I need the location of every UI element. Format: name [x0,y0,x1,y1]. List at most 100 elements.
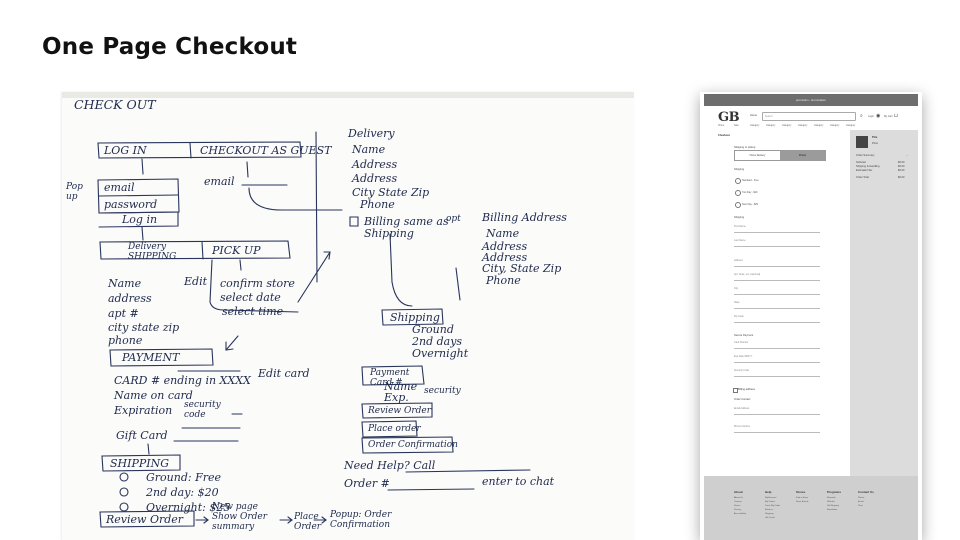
radio-circle [735,178,741,184]
header-actions: ⌕ Login ◉ My Cart ⊔ [860,113,914,120]
pickup-option[interactable]: Pickup [780,151,825,160]
last-name-field[interactable]: Last Name [734,238,820,247]
sketch-apt: apt # [108,307,139,320]
sketch-need-help: Need Help? Call [344,459,436,472]
footer-heading: Help [765,490,772,494]
paper-edge [62,92,634,98]
footer-link[interactable]: Wishlist [827,500,835,503]
ship-option-next-day[interactable]: Next Day - $25 [735,202,795,208]
footer-link[interactable]: Shipping [765,512,774,515]
footer-link[interactable]: Store Events [796,500,809,503]
footer-column: Programs Rewards Wishlist Gift Registry … [827,490,857,512]
sketch-r-phone: Phone [360,198,395,211]
footer-heading: Programs [827,490,842,494]
sketch-city-state-zip: city state zip [108,321,180,334]
sketch-edit-card: Edit card [258,367,310,380]
summary-row-value: $0.00 [898,176,905,179]
subnav-item[interactable]: Category [814,125,824,127]
shipping-method-label: Shipping [734,168,745,171]
security-code-field[interactable]: Security Code [734,368,820,377]
checkout-heading: Checkout [718,134,730,137]
product-thumbnail [856,136,868,148]
search-input[interactable]: Search [762,112,856,121]
footer-link[interactable]: Gift Cards [765,516,775,519]
ship-option-two-day[interactable]: Two Day - $20 [735,190,795,196]
card-number-field[interactable]: Card Number [734,340,820,349]
summary-heading: Order Summary [856,154,875,157]
field-placeholder: Address [734,259,743,262]
phone-field[interactable]: Phone Number [734,424,820,433]
sketch-r-overnight: Overnight [412,347,469,360]
footer-link[interactable]: Track My Order [765,504,781,507]
summary-row-label: Subtotal [856,161,866,164]
footer-link[interactable]: Find a Store [796,496,808,499]
exp-date-field[interactable]: Exp Date MM/YY [734,354,820,363]
sketch-select-time: select time [222,305,284,318]
subnav-item[interactable]: Category [766,125,776,127]
footer-heading: About [734,490,743,494]
address-field[interactable]: Address [734,258,820,267]
sketch-r-pname: Name [384,380,418,393]
field-placeholder: Last Name [734,239,746,242]
apt-field[interactable]: Apt, Suite, etc. (optional) [734,272,820,281]
cart-icon[interactable]: ⊔ [894,113,898,119]
footer-link[interactable]: Email [858,500,864,503]
sketch-r-name: Name [352,143,386,156]
chevron-down-icon[interactable]: ⌄ [906,154,909,157]
sketch-b-phone: Phone [486,274,521,287]
site-logo[interactable]: GB [718,110,740,125]
footer-link[interactable]: Stores [734,504,741,507]
footer-link[interactable]: My Orders [765,500,776,503]
subnav-item[interactable]: Category [782,125,792,127]
first-name-field[interactable]: First Name [734,224,820,233]
login-link[interactable]: Login [868,115,874,118]
shipping-address-label: Shipping [734,216,745,219]
sketch-shipping: SHIPPING [110,457,170,470]
footer-link[interactable]: Careers [734,500,742,503]
field-placeholder: First Name [734,225,746,228]
footer-column: Contact Us Phone Email Chat [858,490,888,508]
ship-or-pickup-label: Shipping or pickup [734,146,756,149]
sketch-address: address [108,292,152,305]
ship-option-standard[interactable]: Standard - Free [735,178,795,184]
footer-link[interactable]: Privacy [734,508,742,511]
home-delivery-option[interactable]: Home Delivery [749,154,766,157]
footer-link[interactable]: Gift Registry [827,504,840,507]
footer-link[interactable]: Newsletter [827,508,838,511]
email-field[interactable]: Email Address [734,406,820,415]
footer-link[interactable]: Returns [765,508,773,511]
sketch-r-security: security [424,386,461,396]
nav-home-link[interactable]: Home [750,114,757,117]
sketch-place-order: Place Order [294,512,322,532]
subnav-item[interactable]: Category [830,125,840,127]
footer-link[interactable]: Chat [858,504,863,507]
sketch-b-address2: Address [482,251,528,264]
footer-link[interactable]: Rewards [827,496,836,499]
sketch-card-ending: CARD # ending in XXXX [114,374,251,387]
sketch-payment: PAYMENT [122,351,180,364]
footer-link[interactable]: My Account [765,496,777,499]
sketch-delivery-tab: Delivery SHIPPING [128,242,177,262]
account-icon[interactable]: ◉ [876,113,881,119]
field-placeholder: Security Code [734,369,750,372]
subnav-item[interactable]: Category [750,125,760,127]
state-field[interactable]: State [734,300,820,309]
subnav-item[interactable]: Category [846,125,856,127]
subnav-item[interactable]: Sale [734,125,739,127]
sketch-opt: opt [446,214,461,224]
sketch-edit: Edit [184,275,208,288]
billing-checkbox[interactable] [733,388,738,393]
footer-column: Stores Find a Store Store Events [796,490,826,504]
footer-link[interactable]: About Us [734,496,743,499]
field-placeholder: Phone Number [734,425,751,428]
zip-field[interactable]: Zip Code [734,314,820,323]
footer-link[interactable]: Accessibility [734,512,746,515]
cart-link[interactable]: My Cart [884,115,893,118]
search-icon[interactable]: ⌕ [860,113,863,119]
sketch-r-ground: Ground [412,323,454,336]
subnav-item[interactable]: Category [798,125,808,127]
city-field[interactable]: City [734,286,820,295]
ship-option-label: Next Day - $25 [742,202,758,206]
footer-link[interactable]: Phone [858,496,865,499]
subnav-item[interactable]: Home [718,125,725,127]
